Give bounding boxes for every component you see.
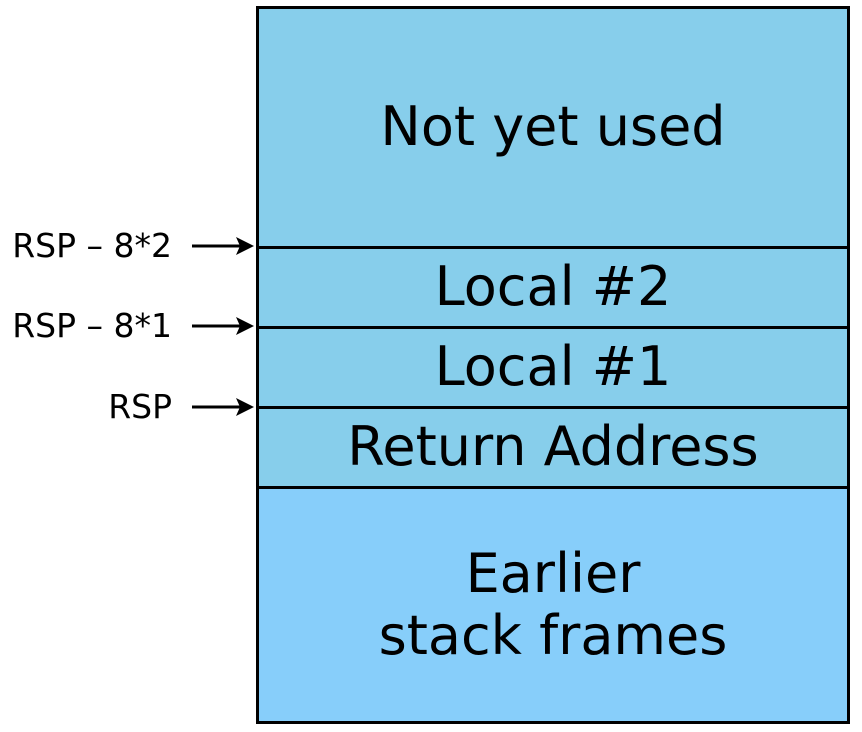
- pointer-rsp: RSP: [0, 387, 256, 427]
- stack-cell-not-yet-used: Not yet used: [259, 9, 847, 249]
- right-arrow-icon: [192, 398, 254, 416]
- stack-cell-label: Local #2: [434, 255, 672, 319]
- right-arrow-icon: [192, 317, 254, 335]
- stack-cell-local-2: Local #2: [259, 249, 847, 329]
- stack-diagram: Not yet used Local #2 Local #1 Return Ad…: [256, 6, 850, 724]
- pointer-label: RSP – 8*2: [12, 226, 172, 265]
- stack-cell-label: Earlier stack frames: [378, 541, 728, 667]
- pointer-rsp-minus-16: RSP – 8*2: [0, 226, 256, 266]
- stack-cell-return-address: Return Address: [259, 409, 847, 489]
- stack-cell-label: Return Address: [347, 415, 759, 479]
- pointer-rsp-minus-8: RSP – 8*1: [0, 306, 256, 346]
- pointer-label: RSP: [108, 387, 172, 426]
- stack-cell-earlier-frames: Earlier stack frames: [259, 489, 847, 721]
- right-arrow-icon: [192, 237, 254, 255]
- stack-cell-label: Local #1: [434, 335, 672, 399]
- stack-cell-label: Not yet used: [380, 95, 726, 159]
- stack-cell-local-1: Local #1: [259, 329, 847, 409]
- pointer-label: RSP – 8*1: [12, 306, 172, 345]
